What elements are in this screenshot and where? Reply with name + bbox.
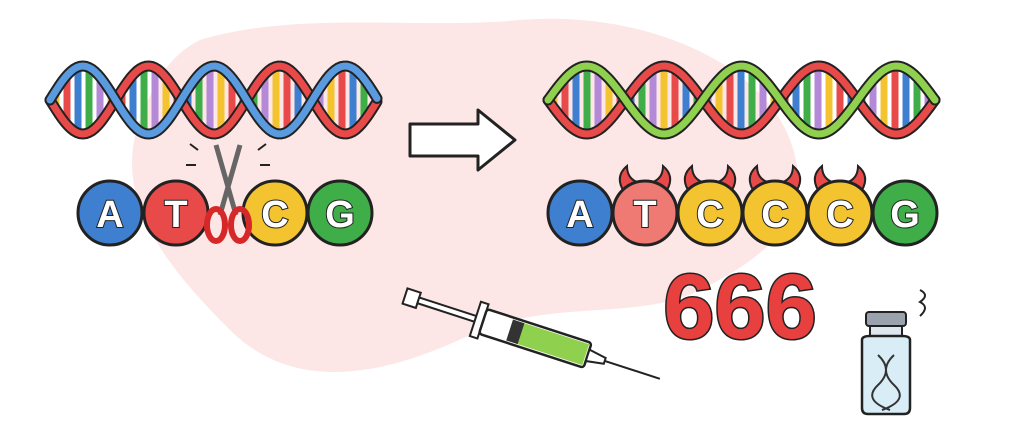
- base-letter: T: [164, 194, 187, 236]
- backbone-strand: [544, 62, 939, 138]
- base-letter: T: [633, 194, 656, 236]
- base-letter: G: [890, 194, 920, 236]
- scissors-icon: [186, 143, 270, 244]
- backbone-strand: [46, 62, 381, 138]
- base-c: C: [241, 179, 309, 247]
- base-letter: A: [96, 194, 123, 236]
- vial-icon: [860, 289, 926, 416]
- base-t: T: [142, 179, 210, 247]
- dna-helix-right: [542, 60, 941, 140]
- base-letter: C: [261, 194, 288, 236]
- number-666: 666: [663, 256, 817, 358]
- dna-helix-left: [44, 60, 383, 140]
- base-circle: [76, 179, 144, 247]
- arrow-icon: [408, 108, 517, 172]
- base-circle: [871, 179, 939, 247]
- backbone-strand: [46, 62, 381, 138]
- base-c: C: [741, 163, 809, 247]
- base-t: T: [611, 163, 679, 247]
- base-letter: C: [761, 194, 788, 236]
- base-g: G: [306, 179, 374, 247]
- base-letter: C: [696, 194, 723, 236]
- base-c: C: [806, 163, 874, 247]
- base-a: A: [76, 179, 144, 247]
- backbone-strand: [544, 62, 939, 138]
- base-circle: [306, 179, 374, 247]
- base-letter: C: [826, 194, 853, 236]
- base-letter: G: [325, 194, 355, 236]
- base-letter: A: [566, 194, 593, 236]
- base-g: G: [871, 179, 939, 247]
- base-c: C: [676, 163, 744, 247]
- syringe-icon: [401, 287, 661, 380]
- base-a: A: [546, 179, 614, 247]
